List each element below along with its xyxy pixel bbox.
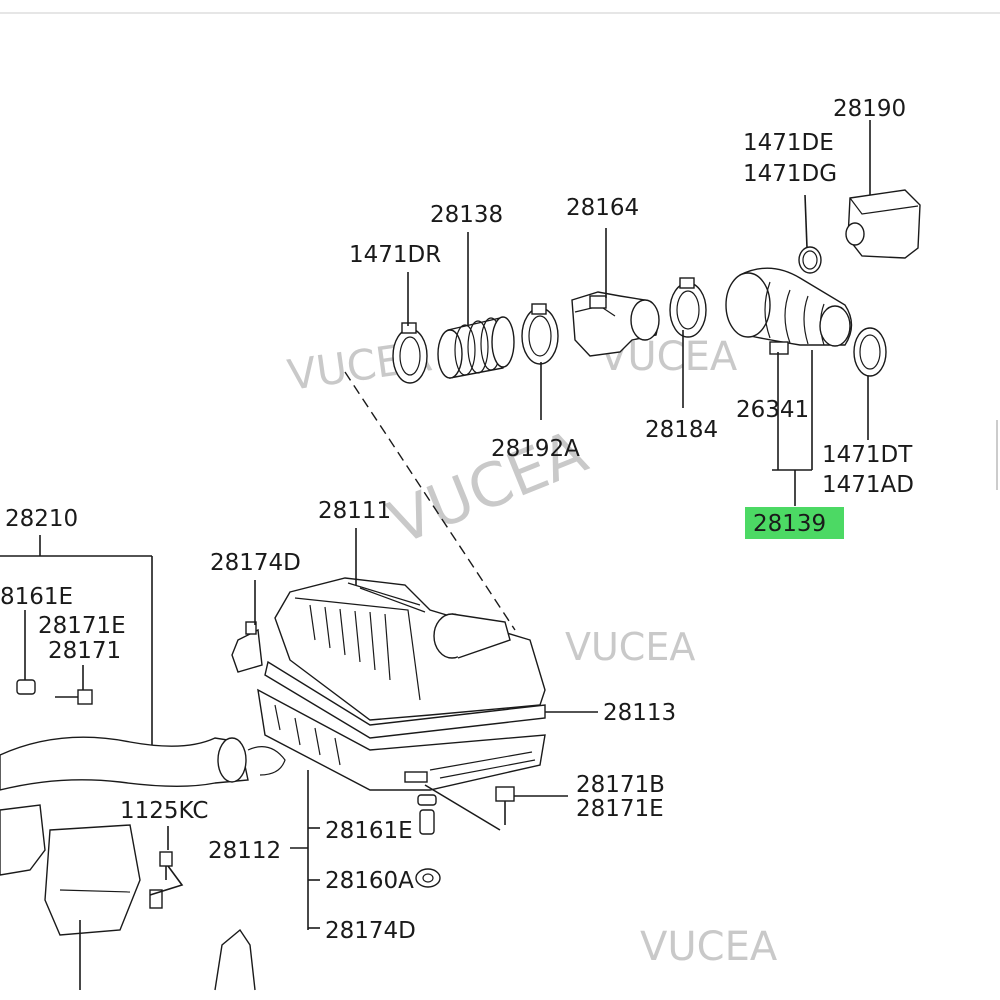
part-28184-clamp [669,277,707,338]
label-1471DE: 1471DE [743,130,834,156]
part-28112-lower-case [257,688,546,791]
part-28171-bolt [16,679,93,705]
part-28210-intake-hose [0,736,286,936]
label-1471DR: 1471DR [349,242,441,268]
label-28210: 28210 [5,506,78,532]
label-1471AD: 1471AD [822,472,914,498]
part-28138-bellows [437,316,515,379]
part-28160A-nut [415,868,441,888]
label-28174D-bottom: 28174D [325,918,416,944]
label-28139[interactable]: 28139 [753,511,826,537]
label-1125KC: 1125KC [120,798,208,824]
part-28161E-grommet [417,794,437,835]
watermark-4: VUCEA [565,625,695,669]
part-1471DE-clamp [798,246,822,274]
part-1471DT-clamp [853,327,887,377]
part-1125KC-bolt [159,851,173,880]
label-28190: 28190 [833,96,906,122]
bracket-28139 [772,469,812,506]
highlight-28139 [745,507,844,539]
label-28138: 28138 [430,202,503,228]
label-28171B: 28171B [576,772,665,798]
watermark-5: VUCEA [640,924,778,970]
part-28111-cover [274,577,546,721]
label-28192A: 28192A [491,436,580,462]
label-28160A: 28160A [325,868,414,894]
label-28184: 28184 [645,417,718,443]
label-28164: 28164 [566,195,639,221]
part-28164-sensor [571,291,660,357]
label-28161E-left: 8161E [0,584,73,610]
part-28192A-clamp [521,303,559,365]
part-1471DR-clamp [392,322,428,384]
label-1471DT: 1471DT [822,442,913,468]
part-28171B-bolt [495,786,515,825]
label-28112: 28112 [208,838,281,864]
leader-1125KC [149,826,184,896]
label-28113: 28113 [603,700,676,726]
assembly-dash-line [344,371,516,631]
part-28113-seal [264,660,546,739]
part-fragment-bottom [214,928,256,991]
label-26341: 26341 [736,397,809,423]
part-28139-hose [725,267,853,355]
label-28171E-right: 28171E [576,796,664,822]
label-1471DG: 1471DG [743,161,837,187]
part-28190-duct [845,189,921,259]
leader-1471DE [804,194,808,249]
part-28174D-bracket [231,621,263,673]
label-28171: 28171 [48,638,121,664]
label-28171E-left: 28171E [38,613,126,639]
label-28111: 28111 [318,498,391,524]
label-28161E-bottom: 28161E [325,818,413,844]
leader-bolt-assembly [424,784,501,831]
label-28174D-top: 28174D [210,550,301,576]
